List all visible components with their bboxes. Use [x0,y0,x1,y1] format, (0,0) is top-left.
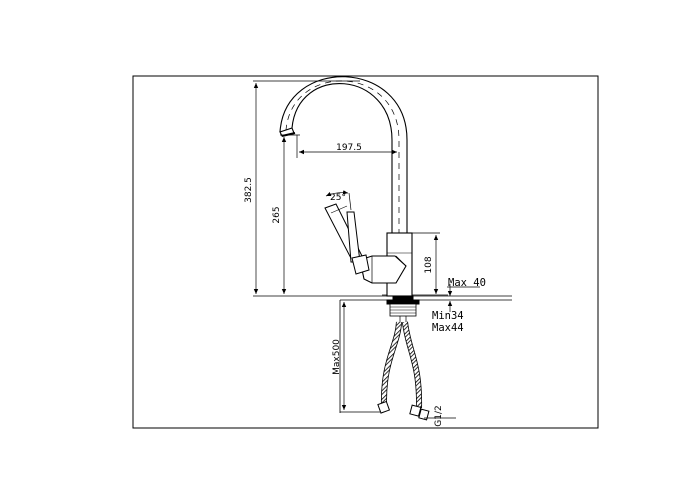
total-height-dimension [253,80,360,294]
faucet-body [359,232,413,297]
spout [279,76,408,235]
body-height-label: 108 [424,256,434,273]
body-height-dimension [412,232,440,294]
hose-length-dimension [339,300,380,413]
hose-fittings [377,400,430,421]
flexible-hoses [380,321,423,409]
spout-height-label: 265 [272,206,282,223]
lever-angle-dimension [325,190,352,211]
thread-label: G1/2 [434,405,444,426]
spout-reach-label: 197.5 [336,143,362,153]
lever-handle [324,203,370,275]
countertop [253,294,512,301]
hole-max-label: Max44 [432,322,464,334]
spout-reach-dimension [296,135,397,158]
hose-length-label: Max500 [332,339,342,375]
deck-thickness-label: Max 40 [448,277,486,289]
deck-thickness-dimension [447,284,480,312]
hole-min-label: Min34 [432,310,464,322]
drawing-frame [132,75,599,429]
spout-height-dimension [280,134,300,294]
mounting-shank [386,295,420,322]
total-height-label: 382.5 [244,177,254,203]
lever-angle-label: 25° [330,193,346,203]
